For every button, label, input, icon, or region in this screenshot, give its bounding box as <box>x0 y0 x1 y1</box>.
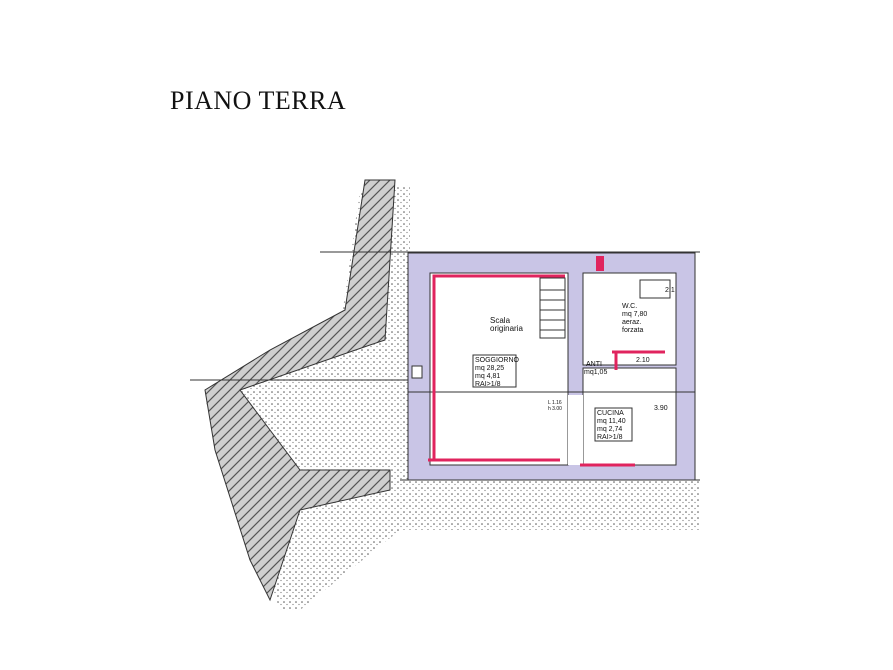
plan-title: PIANO TERRA <box>170 86 347 115</box>
door-h-dimension: h 3.00 <box>548 406 562 412</box>
wc-name: W.C. <box>622 303 637 310</box>
cucina-area: mq 11,40 <box>597 418 626 425</box>
column <box>411 365 423 379</box>
soggiorno-ratio: RAI>1/8 <box>475 381 501 388</box>
cucina-ratio: RAI>1/8 <box>597 434 623 441</box>
soggiorno-area: mq 28,25 <box>475 365 504 372</box>
terrain-hatched <box>204 179 396 602</box>
stair-label-1: Scala <box>490 316 511 325</box>
stair-label-2: originaria <box>490 324 523 333</box>
cucina-label-box <box>594 407 633 442</box>
chimney-accent <box>596 256 604 271</box>
stair <box>539 277 566 339</box>
wc-note-2: forzata <box>622 327 644 334</box>
wc-note-1: aeraz. <box>622 319 642 326</box>
soggiorno-name: SOGGIORNO <box>475 357 520 364</box>
anti-cucina-accent <box>580 350 665 467</box>
soggiorno-label-box <box>472 354 517 388</box>
doorway-opening <box>568 395 583 465</box>
cucina-height-dimension: 3.90 <box>654 405 668 412</box>
cucina-window: mq 2,74 <box>597 426 622 433</box>
soggiorno-accent <box>432 274 565 460</box>
bath-dimension: 2.1 <box>665 287 675 294</box>
anti-width-dimension: 2.10 <box>636 357 650 364</box>
soggiorno-window: mq 4,81 <box>475 373 500 380</box>
anti-name: ANTI <box>586 361 602 368</box>
room-soggiorno <box>429 272 569 466</box>
anti-area: mq1,05 <box>584 369 607 376</box>
cucina-name: CUCINA <box>597 410 624 417</box>
door-l-dimension: L 1.16 <box>548 400 562 406</box>
wc-area: mq 7,80 <box>622 311 647 318</box>
bathtub <box>639 279 671 299</box>
